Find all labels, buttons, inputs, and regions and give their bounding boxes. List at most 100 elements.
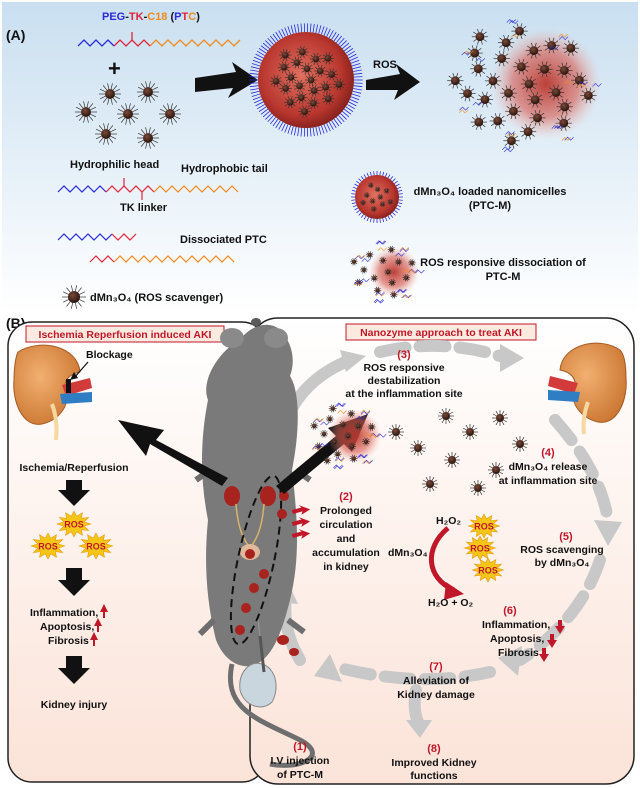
plus-sign: + (108, 56, 121, 81)
ros-label: ROS (474, 522, 494, 532)
dmn3o4-particle-icon (307, 84, 321, 97)
dmn3o4-particle-icon (348, 442, 357, 451)
step5-line2: by dMn₃O₄ (535, 557, 590, 569)
dmn3o4-particle-icon (333, 450, 342, 459)
h2o2-label: H₂O₂ (436, 515, 461, 527)
right-title-box (345, 323, 537, 341)
dmn3o4-particle-icon (370, 274, 379, 282)
micelle-dot-icon (279, 491, 289, 501)
dmn3o4-particle-icon (159, 103, 181, 125)
micelle-icon (351, 171, 403, 223)
dmn3o4-particle-icon (284, 71, 298, 84)
dmn3o4-particle-icon (367, 423, 376, 431)
micelle-dot-icon (235, 625, 245, 635)
reaction-arrowhead (444, 582, 464, 600)
dmn3o4-particle-icon (536, 61, 553, 78)
dmn3o4-particle-icon (388, 278, 396, 287)
dmn3o4-particle-icon (298, 105, 311, 118)
ros-burst-icon: ROS (56, 510, 92, 538)
blockage-arrow (73, 361, 89, 379)
dmn3o4-particle-icon (325, 415, 334, 423)
arrow-ros (366, 64, 420, 100)
up-arrows-left (90, 604, 108, 646)
dmn3o4-particle-icon (62, 285, 86, 309)
ptc-formula-title: PEG-TK-C18 (PTC) (102, 11, 200, 23)
burst-icon (310, 402, 387, 470)
dmn3o4-particle-icon (319, 81, 332, 94)
dmn3o4-particle-icon (505, 103, 522, 120)
dmn3o4-particle-icon (422, 476, 438, 492)
dmn3o4-particle-icon (310, 421, 319, 430)
dmn3o4-particle-icon (387, 245, 396, 254)
loaded-micelle-label-1: dMn₃O₄ loaded nanomicelles (414, 186, 567, 198)
ros-burst-icon: ROS (78, 532, 114, 560)
scavenger-label: dMn₃O₄ (ROS scavenger) (90, 292, 224, 304)
dmn3o4-particle-icon (543, 37, 560, 54)
dmn3o4-particle-icon (388, 424, 404, 440)
step3-line3: at the inflammation site (345, 388, 462, 400)
step2-line5: in kidney (323, 561, 369, 573)
blockage-label: Blockage (86, 349, 133, 361)
ros-label: ROS (478, 566, 498, 576)
step4-line1: dMn₃O₄ release (509, 461, 588, 473)
dmn3o4-particle-icon (360, 199, 366, 206)
formula-dash-1: - (125, 11, 129, 23)
dmn3o4-particle-icon (307, 97, 320, 110)
formula-peg: PEG (102, 11, 125, 23)
left-kidney-icon (13, 344, 92, 441)
dmn3o4-particle-icon (471, 28, 489, 45)
dmn3o4-particle-icon (367, 182, 374, 188)
dmn3o4-particle-icon (320, 430, 328, 438)
formula-close: ) (196, 11, 200, 23)
hydrophilic-head-label: Hydrophilic head (70, 159, 159, 171)
dmn3o4-particle-icon (362, 437, 370, 446)
dissociated-ptc-structure (57, 233, 235, 263)
step4-number: (4) (541, 447, 555, 459)
arrow-down-3 (58, 656, 90, 684)
step3-line1: ROS responsive (363, 362, 444, 374)
formula-tk: TK (129, 11, 144, 23)
dmn3o4-particle-icon (438, 408, 454, 424)
dmn3o4-particle-icon (279, 82, 292, 95)
dmn3o4-particle-icon (349, 454, 358, 463)
ros-label: ROS (470, 544, 490, 554)
dissoc-label-1: ROS responsive dissociation of (420, 257, 586, 269)
tk-linker-label: TK linker (120, 202, 168, 214)
dmn3o4-particle-icon (402, 274, 410, 282)
step2-number: (2) (339, 491, 353, 503)
dmn3o4-particle-icon (555, 115, 572, 132)
step6-line3: Fibrosis (498, 647, 539, 659)
dmn3o4-particle-icon (489, 113, 506, 129)
dmn3o4-particle-icon (347, 409, 356, 418)
dmn3o4-particle-icon (520, 76, 538, 92)
dmn3o4-particle-icon (330, 438, 339, 446)
dmn3o4-particle-icon (580, 87, 597, 104)
dmn3o4-particle-icon (95, 123, 117, 145)
micelle-dot-icon (249, 583, 259, 593)
dmn3o4-particle-icon (293, 79, 306, 92)
scavenger-legend-icon (62, 285, 86, 309)
dmn3o4-particle-icon (503, 132, 520, 149)
dissociating-micelle (447, 19, 602, 153)
ptc-structure-legend (57, 178, 239, 200)
dmn3o4-particle-icon (300, 62, 314, 75)
dmn3o4-particle-icon (332, 78, 346, 91)
blockage-arrowhead (70, 372, 78, 380)
dmn3o4-particle-icon (328, 404, 337, 413)
dmn3o4-particle-icon (277, 61, 291, 74)
dmn3o4-particle-icon (350, 258, 358, 266)
ros-arrow-label: ROS (373, 59, 397, 71)
dmn3o4-particle-icon (379, 201, 386, 208)
dmn3o4-particle-icon (284, 96, 297, 109)
dmn3o4-particle-icon (338, 420, 347, 429)
step7-number: (7) (429, 661, 443, 673)
dmn3o4-particle-icon (290, 56, 304, 69)
micelle-icon (249, 23, 363, 137)
dissoc-micelle-legend-icon (350, 240, 425, 304)
loaded-micelle-label-2: (PTC-M) (469, 200, 511, 212)
dmn3o4-particle-icon (390, 291, 398, 299)
formula-t: T (182, 11, 189, 23)
dmn3o4-particle-icon (410, 440, 426, 456)
